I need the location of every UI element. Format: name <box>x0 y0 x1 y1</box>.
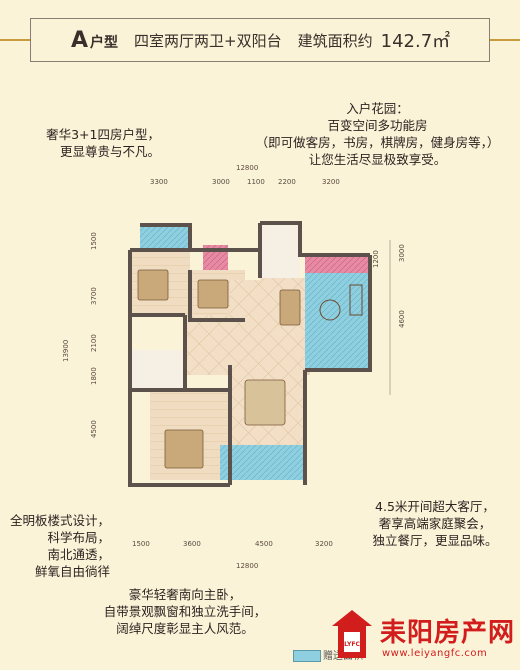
balcony-north-west <box>140 225 190 250</box>
dim-top-2: 3000 <box>212 178 230 186</box>
balcony-south <box>220 445 305 480</box>
dim-bottom-total: 12800 <box>236 562 259 570</box>
site-url[interactable]: www.leiyangfc.com <box>382 648 488 659</box>
legend-swatch <box>293 650 321 662</box>
annotation-bottom-left: 全明板楼式设计， 科学布局， 南北通透， 鲜氧自由徜徉 <box>10 513 111 579</box>
entry-garden <box>305 255 370 370</box>
dim-bottom-4: 3200 <box>315 540 333 548</box>
dim-top-total: 12800 <box>236 164 259 172</box>
logo-text: LYFC <box>344 641 360 648</box>
walls <box>128 221 372 487</box>
dim-left-total: 13900 <box>62 339 70 362</box>
header-rule-right <box>490 39 520 41</box>
annotation-top-right: 入户花园： 百变空间多功能房 （即可做客房，书房，棋牌房，健身房等，） 让您生活… <box>255 101 500 167</box>
dim-top-5: 3200 <box>322 178 340 186</box>
dim-bottom-1: 1500 <box>132 540 150 548</box>
entry-landing <box>305 255 370 273</box>
annotation-bottom-center: 豪华轻奢南向主卧， 自带景观飘窗和独立洗手间， 阔绰尺度彰显主人风范。 <box>103 587 267 636</box>
dim-left-3: 2100 <box>90 334 98 352</box>
dim-left-2: 3700 <box>90 287 98 305</box>
dim-top-3: 1100 <box>247 178 265 186</box>
dim-left-4: 1800 <box>90 367 98 385</box>
dimension-lines <box>389 240 391 395</box>
site-name[interactable]: 耒阳房产网 <box>380 618 516 648</box>
floor-plan-drawing <box>128 221 391 487</box>
annotation-bottom-right: 4.5米开间超大客厅， 奢享高端家庭聚会， 独立餐厅，更显品味。 <box>372 499 498 548</box>
dim-left-1: 1500 <box>90 232 98 250</box>
dim-left-5: 4500 <box>90 420 98 438</box>
area-value: 142.7㎡ <box>380 31 451 52</box>
dim-bottom-2: 3600 <box>183 540 201 548</box>
dim-top-1: 3300 <box>150 178 168 186</box>
annotation-top-left: 奢华3+1四房户型， 更显尊贵与不凡。 <box>46 127 160 159</box>
header-rule-left <box>0 39 30 41</box>
dim-top-4: 2200 <box>278 178 296 186</box>
dim-bottom-3: 4500 <box>255 540 273 548</box>
area-label: 建筑面积约 <box>297 31 373 50</box>
unit-layout: 四室两厅两卫+双阳台 <box>134 31 282 50</box>
house-logo-icon: LYFC <box>332 610 372 658</box>
